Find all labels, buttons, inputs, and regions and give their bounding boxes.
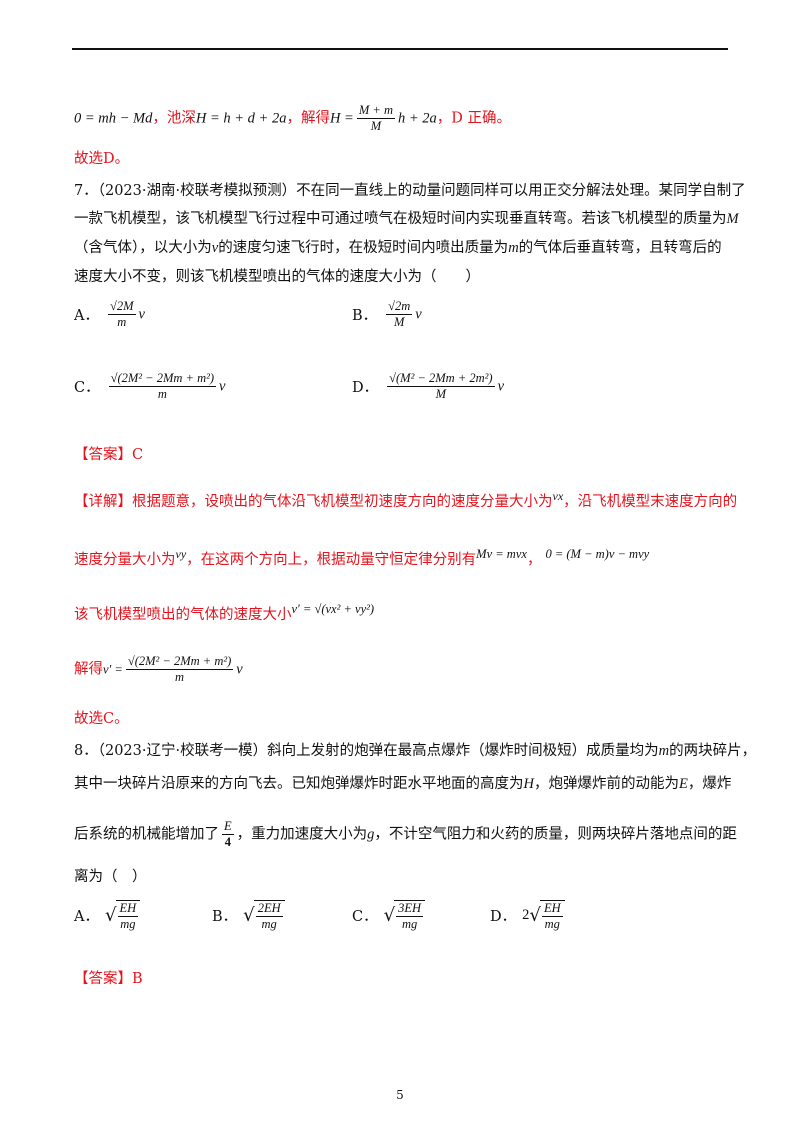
q7-stem-line-2: 一款飞机模型，该飞机模型飞行过程中可通过喷气在极短时间内实现垂直转弯。若该飞机模… (74, 211, 739, 227)
page-number: 5 (396, 1088, 404, 1102)
q7-stem-line-4: 速度大小不变，则该飞机模型喷出的气体的速度大小为（ ） (74, 269, 480, 285)
q7-detail-line-1: 【详解】根据题意，设喷出的气体沿飞机模型初速度方向的速度分量大小为vx，沿飞机模… (74, 489, 738, 510)
prev-choice: 故选D。 (74, 151, 130, 167)
q7-choice: 故选C。 (74, 711, 129, 727)
q7-detail-line-2: 速度分量大小为vy，在这两个方向上，根据动量守恒定律分别有Mv = mvx，0 … (74, 547, 650, 568)
q7-stem-line-3: （含气体），以大小为v的速度匀速飞行时，在极短时间内喷出质量为m的气体后垂直转弯… (74, 240, 722, 256)
q8-answer: 【答案】B (74, 971, 143, 987)
equation-momentum-x: Mv = mvx (476, 547, 527, 561)
q8-stem-line-1: 8．（2023·辽宁·校联考一模）斜向上发射的炮弹在最高点爆炸（爆炸时间极短）成… (74, 743, 757, 759)
equation-1: 0 = mh − Md (74, 110, 153, 127)
equation-2: H = h + d + 2a (195, 110, 287, 127)
equation-speed: v′ = √(vx² + vy²) (291, 602, 375, 616)
q8-stem-line-4: 离为（ ） (74, 869, 147, 885)
q7-stem-line-1: 7．（2023·湖南·校联考模拟预测）不在同一直线上的动量问题同样可以用正交分解… (74, 183, 746, 199)
result-fraction: √(2M² − 2Mm + m²)m (125, 654, 234, 685)
q8-stem-line-2: 其中一块碎片沿原来的方向飞去。已知炮弹爆炸时距水平地面的高度为H，炮弹爆炸前的动… (74, 776, 732, 792)
header-rule (72, 48, 728, 50)
equation-momentum-y: 0 = (M − m)v − mvy (545, 547, 650, 561)
q7-detail-line-3: 该飞机模型喷出的气体的速度大小v′ = √(vx² + vy²) (74, 602, 375, 623)
q7-answer: 【答案】C (74, 447, 144, 463)
